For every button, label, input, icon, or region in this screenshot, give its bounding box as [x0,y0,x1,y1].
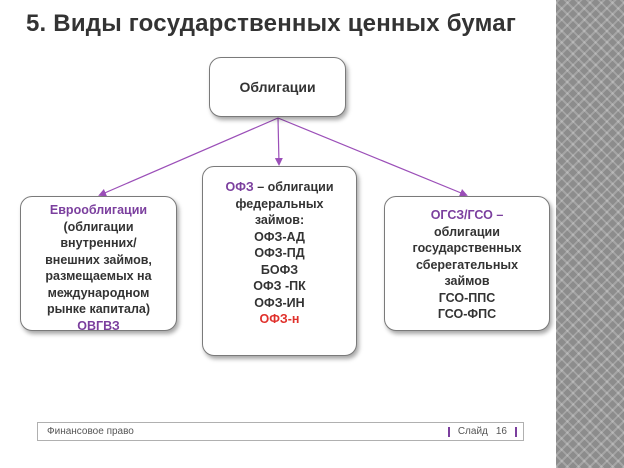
eurobonds-heading: Еврооблигации [49,203,148,217]
ofz-heading-line: ОФЗ – облигации [203,179,356,196]
eurobonds-line: внешних займов, [45,252,152,267]
ogsz-heading: ОГСЗ/ГСО – [430,208,504,222]
ogsz-line: ГСО-ППС [438,290,496,305]
ogsz-line: облигации [434,224,500,239]
ofz-heading-rest: – облигации [253,180,334,194]
arrow-to-right-box [277,117,468,197]
ofz-line: федеральных [235,196,324,211]
ofz-heading: ОФЗ [225,180,254,194]
footer-course-name: Финансовое право [47,426,134,437]
footer-slide-number: 16 [495,426,507,437]
footer-slide-info: Слайд 16 [447,426,517,437]
bonds-label: Облигации [239,79,316,95]
slide-footer: Финансовое право Слайд 16 [37,422,524,441]
footer-slide-label: Слайд [457,426,488,437]
arrow-to-left-box [98,117,279,197]
ofz-line: ОФЗ-ИН [254,295,305,310]
ogsz-line: государственных [412,241,522,255]
eurobonds-line: (облигации [63,219,134,234]
ogsz-line: займов [444,274,490,288]
ogsz-line: ГСО-ФПС [437,307,497,321]
decorative-side-pattern [556,0,624,468]
bonds-box: Облигации [209,57,346,117]
eurobonds-line: внутренних/ [60,236,137,250]
ofz-line: ОФЗ-АД [254,229,305,244]
eurobonds-line: размещаемых на [45,269,152,283]
ogsz-box: ОГСЗ/ГСО – облигации государственных сбе… [384,196,550,331]
footer-divider-left [447,426,450,437]
ofz-line: БОФЗ [260,262,299,277]
ofz-line: ОФЗ -ПК [253,279,306,293]
eurobonds-line: международном [47,285,150,300]
slide-title: 5. Виды государственных ценных бумаг [26,10,517,37]
ofz-box: ОФЗ – облигации федеральных займов: ОФЗ-… [202,166,357,356]
connector-arrows [98,117,468,197]
eurobonds-line: рынке капитала) [46,302,151,316]
ogsz-line: сберегательных [415,257,519,272]
footer-divider-right [515,426,517,437]
eurobonds-box: Еврооблигации (облигации внутренних/ вне… [20,196,177,333]
ofz-line: займов: [254,213,305,227]
slide: 5. Виды государственных ценных бумаг Обл… [20,10,550,441]
ofz-highlight: ОФЗ-н [259,312,300,326]
eurobonds-footer: ОВГВЗ [77,318,120,333]
arrow-to-middle-box [274,117,283,166]
ofz-line: ОФЗ-ПД [254,246,305,260]
